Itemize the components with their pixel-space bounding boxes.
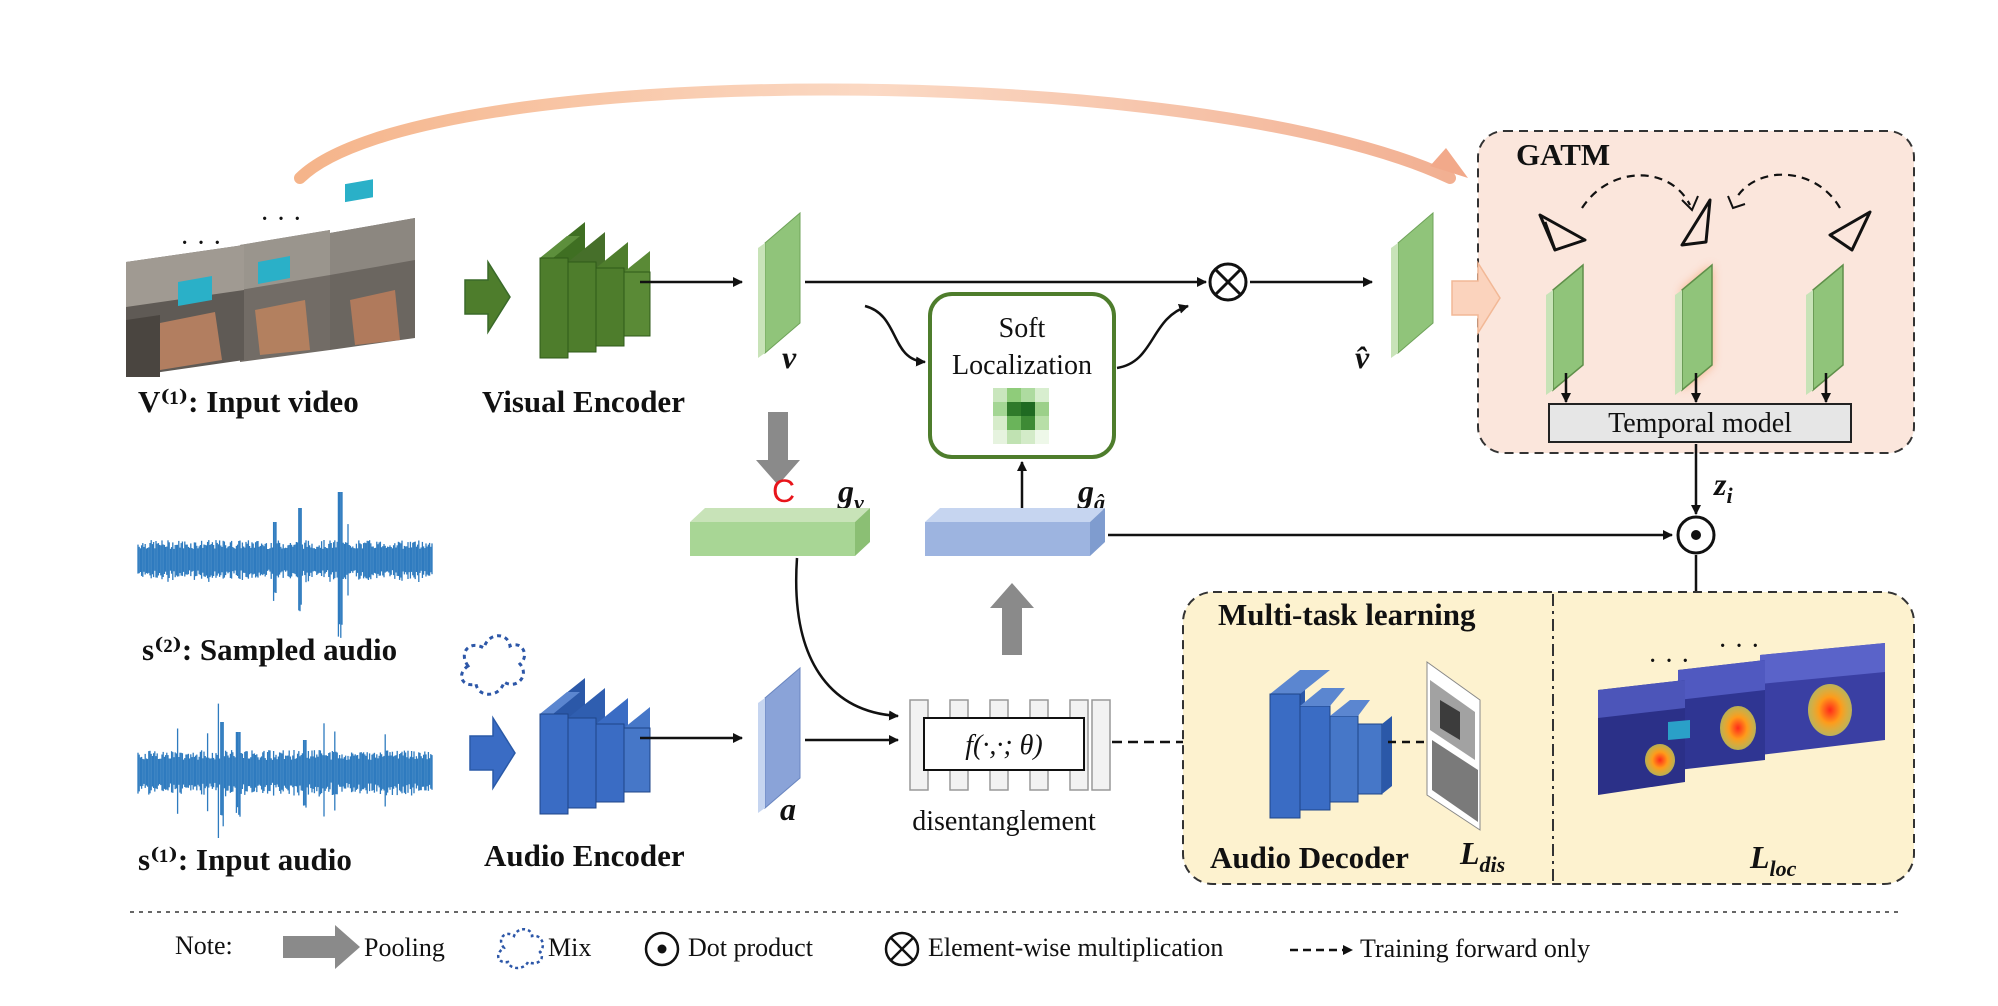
gatm-feature-slab-highlighted <box>1675 263 1713 395</box>
legend-element-wise: Element-wise multiplication <box>928 933 1223 962</box>
video-frame <box>330 179 415 350</box>
concat-mark: C <box>772 473 795 509</box>
audio-input-arrow <box>469 715 516 791</box>
disentanglement-function: f(·,·; θ) <box>965 730 1043 761</box>
audio-decoder: Audio Decoder <box>1210 670 1409 875</box>
legend-note: Note: <box>175 931 233 960</box>
reconstructed-spectrogram <box>1426 661 1481 831</box>
audio-feature-a: a <box>758 666 801 827</box>
visual-encoder-label: Visual Encoder <box>482 384 685 419</box>
audio-decoder-label: Audio Decoder <box>1210 840 1409 875</box>
localization-heatmap <box>993 388 1049 444</box>
input-video-frames: · · · · · · V⁽¹⁾: Input video <box>126 179 415 419</box>
video-frame <box>240 230 330 362</box>
v-label: v <box>782 339 797 375</box>
mix-cloud-icon <box>460 634 526 696</box>
disentanglement-module: f(·,·; θ) disentanglement <box>909 699 1111 837</box>
dot-product-icon <box>1676 515 1716 555</box>
input-audio-waveform <box>137 703 433 838</box>
frames-ellipsis: · · · <box>1718 631 1760 662</box>
mix-cloud-icon <box>496 928 544 970</box>
sampled-audio-label: s⁽²⁾: Sampled audio <box>142 632 397 667</box>
sampled-audio-waveform <box>137 492 433 638</box>
pooling-arrow-icon <box>756 412 800 485</box>
visual-feature-v-hat: v̂ <box>1355 211 1434 375</box>
global-visual-feature-g-v <box>690 508 870 556</box>
localization-output-frames: · · · · · · <box>1598 631 1885 795</box>
gatm-module: GATM <box>1477 130 1915 454</box>
input-audio-label: s⁽¹⁾: Input audio <box>138 842 352 877</box>
z-i-label: zi <box>1713 466 1733 508</box>
g-v-label: gv <box>837 473 864 515</box>
temporal-model-label: Temporal model <box>1608 408 1792 439</box>
element-wise-multiplication-icon <box>884 931 920 967</box>
l-loc-label: Lloc <box>1749 839 1797 881</box>
a-label: a <box>780 791 796 827</box>
legend: Note: Pooling Mix Dot product Element-wi… <box>175 925 1590 970</box>
l-dis-label: Ldis <box>1459 835 1505 877</box>
frames-ellipsis: · · · <box>260 204 302 235</box>
legend-dot-product: Dot product <box>688 933 814 962</box>
visual-feature-v: v <box>758 211 801 375</box>
legend-mix: Mix <box>548 933 591 962</box>
gatm-feature-slab <box>1546 263 1584 395</box>
audio-encoder-label: Audio Encoder <box>484 838 685 873</box>
attention-cone-icon <box>1538 213 1587 252</box>
element-wise-multiplication-icon <box>1208 262 1248 302</box>
video-frame <box>126 245 244 377</box>
video-input-arrow <box>464 259 511 335</box>
disentanglement-label: disentanglement <box>912 806 1096 837</box>
legend-pooling: Pooling <box>364 933 445 962</box>
gatm-feature-slab <box>1806 263 1844 395</box>
global-audio-feature-g-a <box>925 508 1105 556</box>
multi-task-title: Multi-task learning <box>1218 597 1476 632</box>
dot-product-icon <box>644 931 680 967</box>
gatm-title: GATM <box>1516 137 1610 172</box>
video-to-gatm-arc <box>294 83 1468 184</box>
attention-cone-icon <box>1828 210 1872 252</box>
pooling-arrow-icon <box>283 925 360 969</box>
attention-cone-icon <box>1680 198 1712 247</box>
audio-encoder: Audio Encoder <box>484 678 685 873</box>
legend-training-forward: Training forward only <box>1360 934 1590 963</box>
soft-localization-title-2: Localization <box>952 350 1092 381</box>
visual-encoder: Visual Encoder <box>482 222 685 419</box>
multi-task-learning-panel: Multi-task learning Audio Decoder Ldis ·… <box>1182 591 1915 885</box>
v-hat-label: v̂ <box>1355 339 1370 375</box>
pooling-arrow-icon <box>990 583 1034 655</box>
g-a-label: gâ <box>1077 473 1105 515</box>
v-hat-to-gatm-arrow <box>1451 260 1501 336</box>
soft-localization-title-1: Soft <box>999 313 1046 344</box>
soft-localization-module: Soft Localization <box>928 292 1116 459</box>
input-video-label: V⁽¹⁾: Input video <box>138 384 359 419</box>
